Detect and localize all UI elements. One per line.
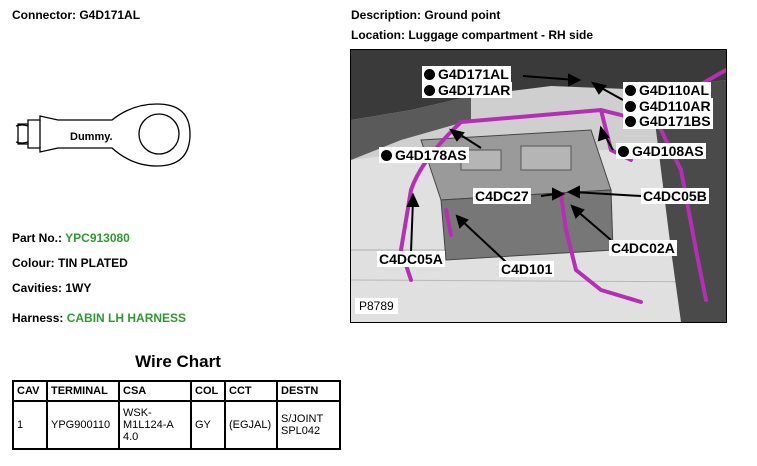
connector-value: G4D171AL xyxy=(79,8,141,22)
callout-c4d101: C4D101 xyxy=(499,261,555,277)
ring-terminal-drawing: Dummy. xyxy=(15,103,191,167)
dot-icon xyxy=(625,101,636,112)
cell-destn: S/JOINT SPL042 xyxy=(276,400,341,450)
description-value: Ground point xyxy=(424,8,501,22)
connector-label: Connector: xyxy=(12,8,76,22)
harness-value: CABIN LH HARNESS xyxy=(66,311,187,325)
dot-icon xyxy=(424,69,435,80)
drawing-label: Dummy. xyxy=(70,131,113,143)
callout-g4d171ar: G4D171AR xyxy=(422,82,513,98)
location-label: Location: xyxy=(351,28,405,42)
part-no-row: Part No.: YPC913080 xyxy=(12,231,130,245)
dot-icon xyxy=(625,116,636,127)
dot-icon xyxy=(381,150,392,161)
colour-value: TIN PLATED xyxy=(58,256,128,270)
dot-icon xyxy=(625,85,636,96)
header-col: COL xyxy=(190,380,226,402)
callout-c4dc02a: C4DC02A xyxy=(609,240,677,256)
location-row: Location: Luggage compartment - RH side xyxy=(351,28,593,42)
connector-row: Connector: G4D171AL xyxy=(12,8,140,22)
wire-chart-table: CAV TERMINAL CSA COL CCT DESTN 1 YPG9001… xyxy=(12,380,341,450)
photo-reference: P8789 xyxy=(355,298,398,314)
description-row: Description: Ground point xyxy=(351,8,500,22)
dot-icon xyxy=(618,146,629,157)
callout-g4d110al: G4D110AL xyxy=(623,82,712,98)
callout-g4d108as: G4D108AS xyxy=(616,143,706,159)
cell-terminal: YPG900110 xyxy=(46,400,120,450)
callout-g4d178as: G4D178AS xyxy=(379,147,469,163)
callout-g4d171al: G4D171AL xyxy=(422,66,511,82)
cavities-label: Cavities: xyxy=(12,281,63,295)
cell-cav: 1 xyxy=(12,400,48,450)
cavities-value: 1WY xyxy=(65,281,92,295)
header-cct: CCT xyxy=(224,380,278,402)
colour-row: Colour: TIN PLATED xyxy=(12,256,128,270)
callout-c4dc05b: C4DC05B xyxy=(641,188,709,204)
cell-col: GY xyxy=(190,400,226,450)
header-terminal: TERMINAL xyxy=(46,380,120,402)
wire-chart-title: Wire Chart xyxy=(135,352,221,371)
callout-c4dc27: C4DC27 xyxy=(473,188,531,204)
callout-g4d110ar: G4D110AR xyxy=(623,98,713,114)
dot-icon xyxy=(424,85,435,96)
harness-row: Harness: CABIN LH HARNESS xyxy=(12,311,186,325)
cavities-row: Cavities: 1WY xyxy=(12,281,91,295)
cell-csa: WSK-M1L124-A 4.0 xyxy=(118,400,192,450)
wire-chart-header-row: CAV TERMINAL CSA COL CCT DESTN xyxy=(12,380,341,402)
callout-g4d171bs: G4D171BS xyxy=(623,113,713,129)
colour-label: Colour: xyxy=(12,256,55,270)
header-csa: CSA xyxy=(118,380,192,402)
location-photo: G4D171AL G4D171AR G4D110AL G4D110AR G4D1… xyxy=(350,49,727,323)
header-cav: CAV xyxy=(12,380,48,402)
table-row: 1 YPG900110 WSK-M1L124-A 4.0 GY (EGJAL) … xyxy=(12,400,341,450)
location-value: Luggage compartment - RH side xyxy=(408,28,594,42)
part-no-label: Part No.: xyxy=(12,231,63,245)
header-destn: DESTN xyxy=(276,380,341,402)
harness-label: Harness: xyxy=(12,311,64,325)
callout-c4dc05a: C4DC05A xyxy=(377,251,445,267)
cell-cct: (EGJAL) xyxy=(224,400,278,450)
description-label: Description: xyxy=(351,8,422,22)
part-no-value: YPC913080 xyxy=(65,231,130,245)
